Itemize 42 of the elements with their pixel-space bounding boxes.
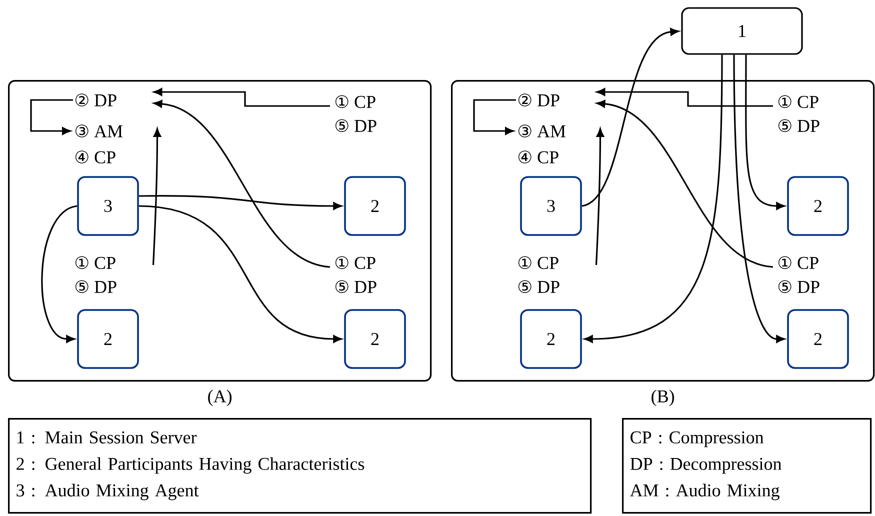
participant-box: 2 — [787, 309, 849, 369]
arrow — [30, 99, 73, 135]
step-label: ④ CP — [518, 150, 558, 164]
arrow — [596, 100, 774, 268]
arrow — [153, 88, 330, 107]
arrow — [584, 54, 723, 343]
step-label: ① CP ⑤ DP — [778, 256, 820, 293]
step-label: ① CP ⑤ DP — [335, 95, 376, 132]
step-label: ① CP ⑤ DP — [778, 95, 820, 132]
participant-box: 3 — [77, 176, 139, 236]
participant-box: 2 — [787, 176, 849, 236]
arrow — [595, 128, 604, 266]
step-label: ① CP ⑤ DP — [335, 256, 376, 293]
panel-frame — [451, 80, 875, 382]
arrow — [745, 54, 785, 210]
step-label: ② DP — [518, 94, 560, 106]
legend-box: 1 : Main Session Server 2 : General Participants Having Characteristics 3 : Audio Mixing Agent — [8, 418, 592, 514]
step-label: ④ CP — [75, 150, 116, 164]
arrow — [733, 54, 785, 343]
arrow — [153, 100, 330, 268]
arrow — [473, 99, 516, 135]
arrow — [582, 28, 679, 207]
step-label: ① CP ⑤ DP — [75, 256, 116, 293]
step-label: ③ AM — [75, 124, 123, 138]
participant-box: 2 — [344, 309, 406, 369]
step-label: ① CP ⑤ DP — [518, 256, 560, 293]
step-label: ② DP — [75, 94, 116, 106]
panel-frame — [8, 80, 432, 382]
arrow — [596, 88, 773, 107]
server-box: 1 — [681, 7, 803, 55]
panel-caption: (A) — [208, 390, 232, 406]
panel-caption: (B) — [652, 390, 674, 406]
participant-box: 2 — [344, 176, 406, 236]
arrow — [138, 194, 342, 210]
arrow — [138, 205, 342, 343]
participant-box: 2 — [77, 309, 139, 369]
participant-box: 3 — [520, 176, 582, 236]
legend-box: CP : Compression DP : Decompression AM : Audio Mixing — [622, 418, 872, 514]
arrow — [152, 128, 162, 266]
step-label: ③ AM — [518, 124, 566, 138]
arrow — [41, 205, 78, 343]
participant-box: 2 — [520, 309, 582, 369]
